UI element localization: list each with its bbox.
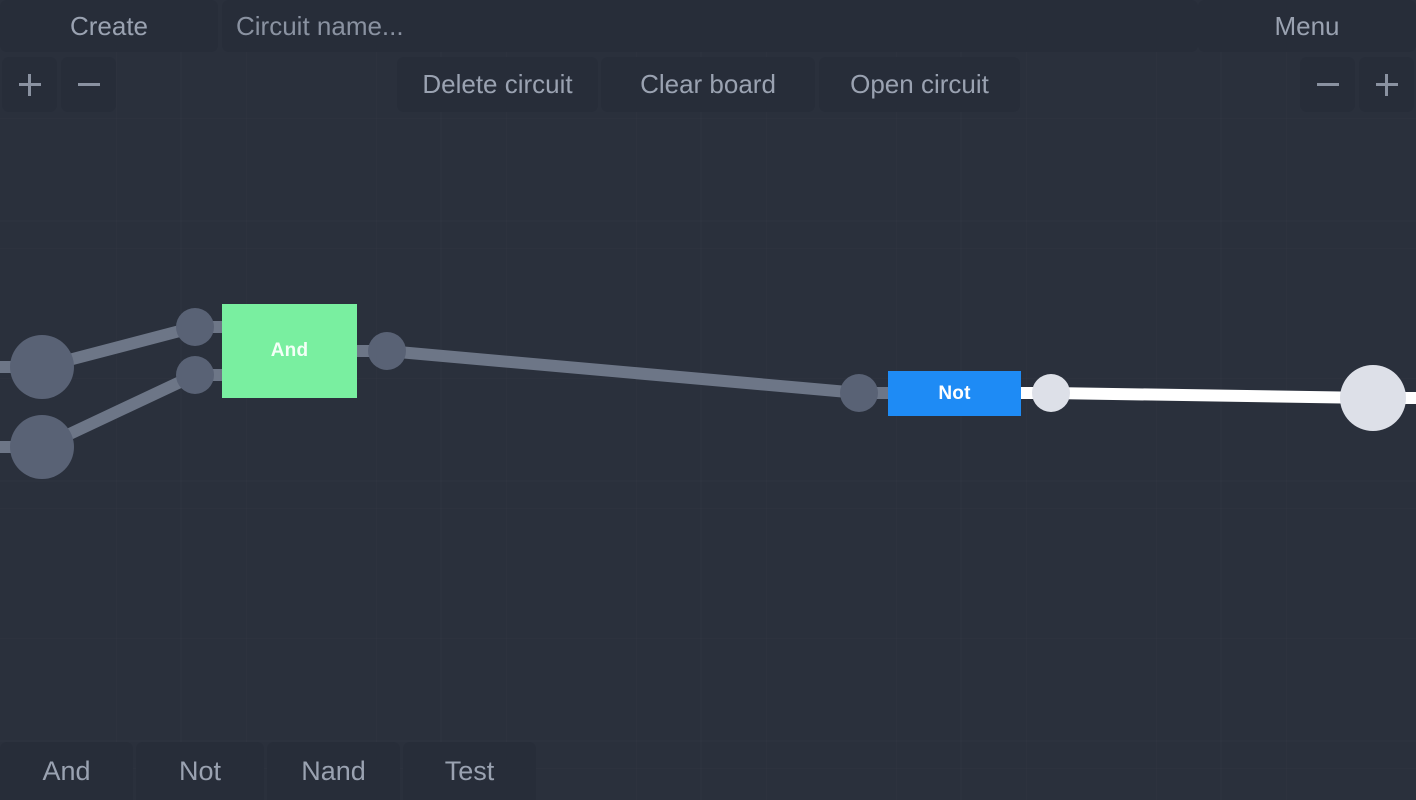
connector-node-and-out[interactable] <box>368 332 406 370</box>
zoom-out-button-right[interactable] <box>1300 57 1355 112</box>
gate-not-label: Not <box>938 382 971 404</box>
connector-node-not-in[interactable] <box>840 374 878 412</box>
connector-node-in-a[interactable] <box>10 335 74 399</box>
connector-node-out-final[interactable] <box>1340 365 1406 431</box>
create-button[interactable]: Create <box>0 0 218 52</box>
wire-and-out-to-not-in[interactable] <box>386 345 860 399</box>
circuit-name-input[interactable] <box>222 0 1198 52</box>
minus-icon <box>77 74 100 96</box>
palette-item-and[interactable]: And <box>0 742 133 800</box>
palette-item-test[interactable]: Test <box>403 742 536 800</box>
palette-item-not[interactable]: Not <box>136 742 264 800</box>
clear-board-button[interactable]: Clear board <box>601 57 815 112</box>
plus-icon <box>1375 73 1398 96</box>
connector-node-and-in-1[interactable] <box>176 308 214 346</box>
zoom-in-button-left[interactable] <box>2 57 57 112</box>
gate-palette-toolbar: And Not Nand Test <box>0 740 1416 800</box>
wire-not-out-to-out-final[interactable] <box>1050 387 1374 404</box>
minus-icon <box>1316 74 1339 96</box>
gate-not[interactable]: Not <box>888 371 1021 416</box>
open-circuit-button[interactable]: Open circuit <box>819 57 1020 112</box>
menu-button[interactable]: Menu <box>1198 0 1416 52</box>
zoom-out-button-left[interactable] <box>61 57 116 112</box>
plus-icon <box>18 73 41 96</box>
delete-circuit-button[interactable]: Delete circuit <box>397 57 598 112</box>
zoom-in-button-right[interactable] <box>1359 57 1414 112</box>
gate-and-label: And <box>270 340 309 361</box>
connector-node-and-in-2[interactable] <box>176 356 214 394</box>
connector-node-not-out[interactable] <box>1032 374 1070 412</box>
palette-item-nand[interactable]: Nand <box>267 742 400 800</box>
top-toolbar: Create Menu Delete circuit Clear board O… <box>0 0 1416 118</box>
connector-node-in-b[interactable] <box>10 415 74 479</box>
gate-and[interactable]: And <box>222 304 357 398</box>
